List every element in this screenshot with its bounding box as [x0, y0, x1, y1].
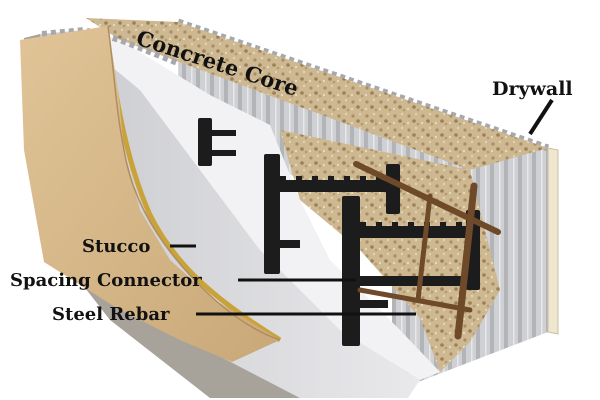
drywall-label: Drywall: [492, 78, 573, 100]
drywall-leader: [528, 98, 554, 136]
front-panel-top-teeth: [41, 26, 182, 67]
steel-rebar-label: Steel Rebar: [52, 304, 170, 325]
spacing-connector-rear: [198, 118, 236, 166]
drywall-layer: [547, 147, 559, 335]
stucco-layer: [20, 26, 280, 362]
concrete-core-top: [86, 18, 548, 170]
spacing-connector-middle: [264, 154, 400, 274]
spacing-connector-label: Spacing Connector: [10, 270, 202, 291]
front-foam-panel: [40, 30, 420, 398]
steel-rebar: [353, 161, 501, 340]
stucco-label: Stucco: [82, 236, 150, 257]
